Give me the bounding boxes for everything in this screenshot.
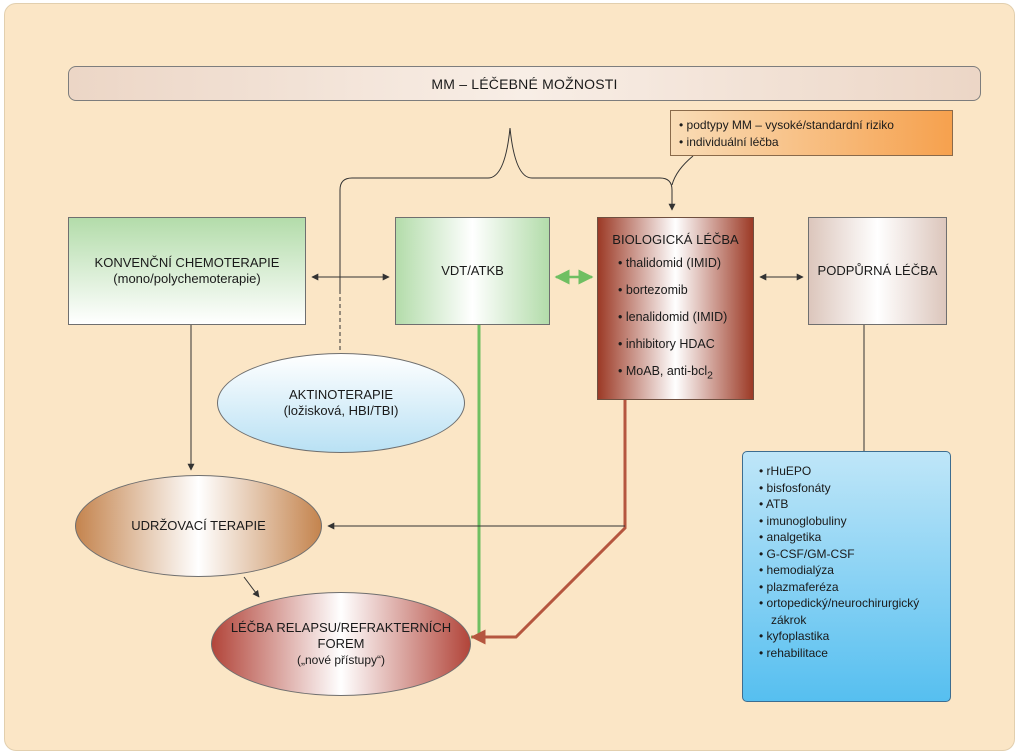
supportive-item: • G-CSF/GM-CSF (759, 546, 855, 561)
maintenance-oval: UDRŽOVACÍ TERAPIE (75, 475, 322, 577)
supportive-item: • bisfosfonáty (759, 480, 831, 495)
title-bar: MM – LÉČEBNÉ MOŽNOSTI (68, 66, 981, 101)
radiotherapy-oval: AKTINOTERAPIE (ložisková, HBI/TBI) (217, 353, 465, 453)
diagram-title: MM – LÉČEBNÉ MOŽNOSTI (431, 75, 618, 92)
radiotherapy-subtitle: (ložisková, HBI/TBI) (283, 403, 399, 418)
supportive-title: PODPŮRNÁ LÉČBA (817, 263, 938, 278)
bullet: • (759, 579, 764, 594)
chemotherapy-box: KONVENČNÍ CHEMOTERAPIE (mono/polychemote… (68, 217, 306, 325)
supportive-item: • rHuEPO (759, 464, 812, 478)
supportive-item: • analgetika (759, 530, 822, 544)
supportive-item: • rehabilitace (759, 645, 828, 660)
bullet: • (679, 135, 684, 149)
biological-therapy-box: BIOLOGICKÁ LÉČBA • thalidomid (IMID) • b… (597, 217, 754, 400)
bullet: • (618, 310, 623, 324)
supportive-item: • ATB (759, 497, 789, 511)
supportive-list-box: • rHuEPO • bisfosfonáty • ATB • imunoglo… (742, 451, 951, 702)
risk-connector (671, 155, 694, 186)
bullet: • (618, 256, 623, 270)
bullet: • (618, 337, 623, 351)
bullet: • (759, 546, 764, 561)
risk-note-box: • podtypy MM – vysoké/standardní riziko … (670, 110, 953, 156)
supportive-item: • imunoglobuliny (759, 513, 847, 528)
radiotherapy-title: AKTINOTERAPIE (288, 387, 394, 402)
bullet: • (679, 118, 684, 132)
bio-relapse-line (470, 400, 627, 645)
supportive-item: • ortopedický/neurochirurgický zákrok (759, 596, 920, 627)
supportive-item: • kyfoplastika (759, 629, 830, 643)
bullet: • (759, 513, 764, 528)
biological-item: • inhibitory HDAC (618, 337, 715, 351)
bullet: • (759, 563, 764, 577)
risk-note-item: • individuální léčba (679, 135, 779, 149)
biological-item: • bortezomib (618, 283, 688, 297)
biological-title: BIOLOGICKÁ LÉČBA (612, 232, 739, 247)
bullet: • (759, 497, 764, 511)
bullet: • (759, 480, 764, 495)
bullet: • (618, 283, 623, 297)
transplant-box: VDT/ATKB (395, 217, 550, 325)
bullet: • (759, 629, 764, 643)
bullet: • (759, 645, 764, 660)
relapse-oval: LÉČBA RELAPSU/REFRAKTERNÍCH FOREM („nové… (211, 592, 471, 696)
supportive-therapy-box: PODPŮRNÁ LÉČBA (808, 217, 947, 325)
biological-item: • lenalidomid (IMID) (618, 310, 728, 324)
maintenance-title: UDRŽOVACÍ TERAPIE (131, 518, 266, 533)
biological-item: • MoAB, anti-bcl2 (618, 364, 713, 382)
bullet: • (618, 364, 623, 378)
chemotherapy-subtitle: (mono/polychemoterapie) (113, 271, 261, 286)
maint-relapse-arrow (243, 576, 260, 598)
transplant-title: VDT/ATKB (441, 263, 504, 278)
bullet: • (759, 530, 764, 544)
relapse-title-line2: FOREM (317, 636, 365, 651)
supportive-item: • hemodialýza (759, 563, 834, 577)
bullet: • (759, 464, 764, 478)
risk-note-item: • podtypy MM – vysoké/standardní riziko (679, 118, 894, 132)
subscript: 2 (707, 370, 713, 382)
brace-connector (339, 127, 676, 352)
bullet: • (759, 596, 764, 610)
relapse-subtitle: („nové přístupy“) (296, 653, 386, 667)
chemotherapy-title: KONVENČNÍ CHEMOTERAPIE (94, 255, 280, 270)
biological-item: • thalidomid (IMID) (618, 256, 722, 270)
vdt-relapse-line (471, 325, 481, 639)
relapse-title-line1: LÉČBA RELAPSU/REFRAKTERNÍCH (230, 620, 452, 635)
supportive-item: • plazmaferéza (759, 579, 839, 594)
